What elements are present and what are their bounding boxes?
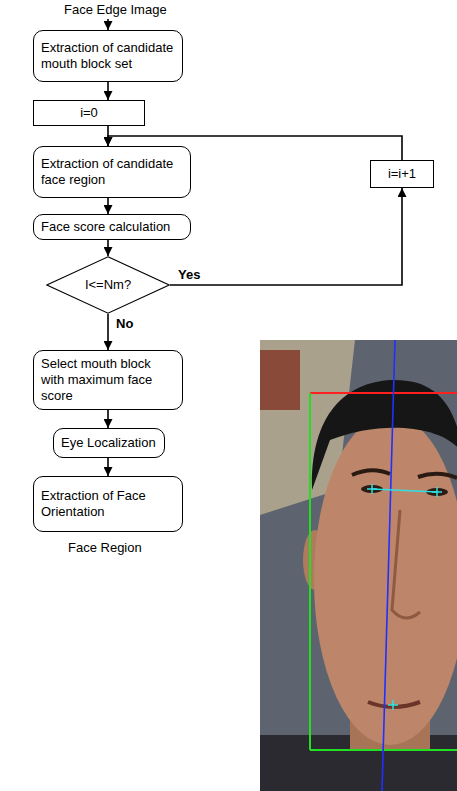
flow-connector — [107, 240, 109, 256]
photo-nose — [392, 510, 420, 618]
symmetry-axis — [382, 340, 395, 791]
flow-connector — [107, 198, 109, 214]
photo-hair — [312, 380, 457, 490]
diamond-shape — [47, 257, 169, 313]
counter-box: i=i+1 — [370, 160, 434, 188]
process-box: Face score calculation — [33, 214, 191, 240]
edge-label: Yes — [176, 267, 202, 282]
flow-label: Face Region — [68, 540, 142, 555]
node-text: Select mouth block with maximum face sco… — [41, 356, 175, 404]
node-text: Extraction of candidate face region — [41, 156, 183, 188]
flow-connector — [107, 458, 109, 476]
node-text: Eye Localization — [61, 435, 157, 451]
node-text: Extraction of candidate mouth block set — [41, 40, 175, 72]
process-box: Eye Localization — [53, 428, 165, 458]
input-arrow — [107, 19, 109, 30]
flow-connector — [107, 410, 109, 428]
process-box: Select mouth block with maximum face sco… — [33, 350, 183, 410]
process-box: Extraction of candidate face region — [33, 146, 191, 198]
face-photo — [260, 340, 457, 791]
photo-poster — [260, 350, 300, 410]
photo-brow — [352, 470, 390, 475]
face-box-top — [310, 392, 457, 394]
flow-connector — [107, 82, 109, 100]
edge-label: No — [114, 316, 135, 331]
mouth-marker — [388, 700, 398, 710]
process-box: Extraction of candidate mouth block set — [33, 30, 183, 82]
flow-label: Face Edge Image — [64, 2, 167, 17]
flow-connector — [170, 188, 402, 285]
decision-diamond: I<=Nm? — [46, 256, 170, 314]
node-text: Extraction of Face Orientation — [41, 488, 175, 520]
process-box: Extraction of Face Orientation — [33, 476, 183, 532]
photo-brow — [418, 474, 457, 478]
face-box-left — [309, 393, 311, 750]
eye-marker — [367, 484, 377, 494]
node-text: i=0 — [41, 105, 137, 121]
eye-line — [372, 489, 437, 492]
node-text: i=i+1 — [378, 166, 426, 182]
photo-mouth — [368, 702, 420, 707]
flow-connector — [107, 314, 109, 350]
node-text: Face score calculation — [41, 219, 183, 235]
eye-marker — [432, 487, 442, 497]
counter-box: i=0 — [33, 100, 145, 126]
node-text: I<=Nm? — [70, 277, 146, 293]
